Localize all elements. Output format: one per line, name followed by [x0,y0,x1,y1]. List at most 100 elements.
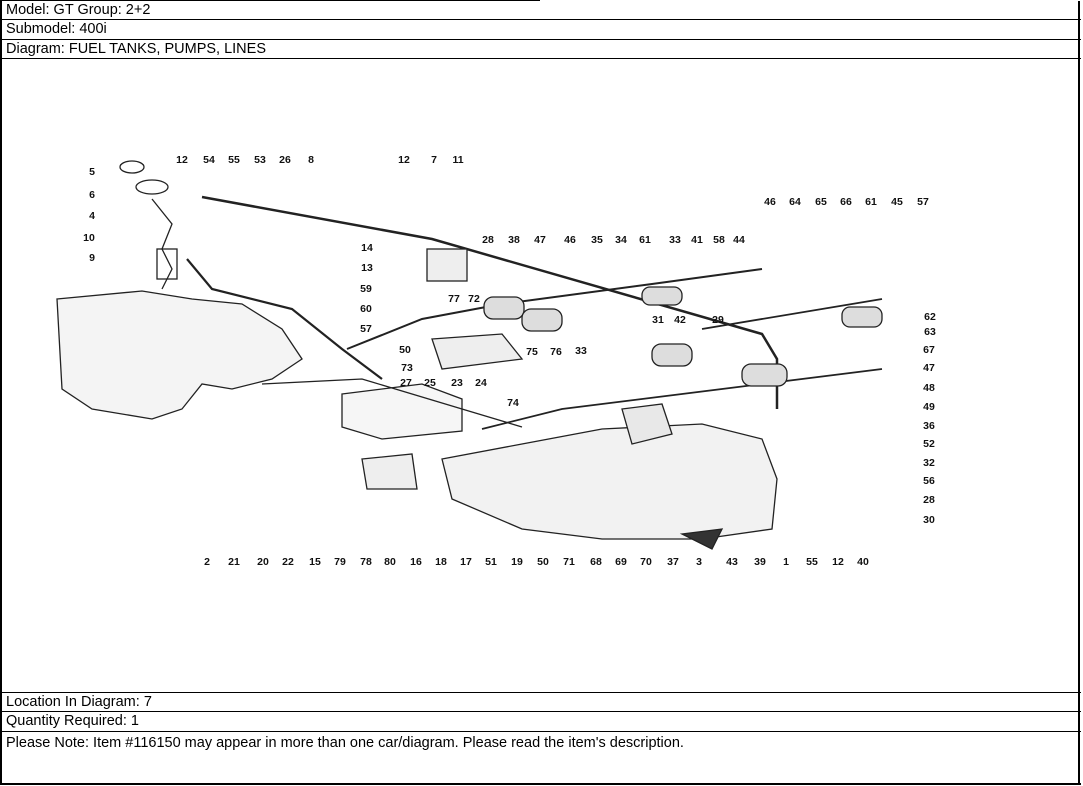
callout-19: 19 [511,556,523,568]
callout-24: 24 [475,377,487,389]
callout-29: 29 [712,314,724,326]
callout-34: 34 [615,234,627,246]
submodel-row: Submodel: 400i [0,20,1080,39]
callout-80: 80 [384,556,396,568]
callout-62: 62 [924,311,936,323]
callout-7: 7 [431,154,437,166]
callout-8: 8 [308,154,314,166]
divider [0,39,1081,40]
callout-73: 73 [401,362,413,374]
callout-47: 47 [923,362,935,374]
callout-45: 45 [891,196,903,208]
callout-58: 58 [713,234,725,246]
divider [0,692,1081,693]
callout-2: 2 [204,556,210,568]
callout-23: 23 [451,377,463,389]
callout-6: 6 [89,189,95,201]
callout-40: 40 [857,556,869,568]
callout-65: 65 [815,196,827,208]
quantity-row: Quantity Required: 1 [0,712,1080,731]
diagram-frame [0,59,1080,692]
callout-63: 63 [924,326,936,338]
callout-38: 38 [508,234,520,246]
diagram-title: Diagram: FUEL TANKS, PUMPS, LINES [6,41,266,57]
callout-39: 39 [754,556,766,568]
callout-56: 56 [923,475,935,487]
callout-31: 31 [652,314,664,326]
top-border [0,0,540,1]
callout-61: 61 [865,196,877,208]
note-row: Please Note: Item #116150 may appear in … [0,732,1080,783]
callout-32: 32 [923,457,935,469]
bottom-border [0,783,1081,785]
callout-53: 53 [254,154,266,166]
callout-57: 57 [917,196,929,208]
callout-36: 36 [923,420,935,432]
callout-55: 55 [228,154,240,166]
callout-18: 18 [435,556,447,568]
callout-50: 50 [399,344,411,356]
callout-71: 71 [563,556,575,568]
callout-76: 76 [550,346,562,358]
callout-49: 49 [923,401,935,413]
callout-9: 9 [89,252,95,264]
callout-68: 68 [590,556,602,568]
diagram-row: Diagram: FUEL TANKS, PUMPS, LINES [0,40,1080,58]
location-row: Location In Diagram: 7 [0,693,1080,711]
model-row: Model: GT Group: 2+2 [0,1,1080,19]
model-label: Model: GT Group: 2+2 [6,2,151,18]
callout-21: 21 [228,556,240,568]
callout-59: 59 [360,283,372,295]
callout-30: 30 [923,514,935,526]
fuel-system-illustration [56,160,883,550]
callout-72: 72 [468,293,480,305]
callout-60: 60 [360,303,372,315]
callout-66: 66 [840,196,852,208]
callout-28: 28 [923,494,935,506]
callout-54: 54 [203,154,215,166]
callout-10: 10 [83,232,95,244]
callout-79: 79 [334,556,346,568]
callout-1: 1 [783,556,789,568]
callout-25: 25 [424,377,436,389]
callout-69: 69 [615,556,627,568]
callout-35: 35 [591,234,603,246]
callout-75: 75 [526,346,538,358]
callout-50: 50 [537,556,549,568]
submodel-label: Submodel: 400i [6,21,107,37]
callout-41: 41 [691,234,703,246]
callout-55: 55 [806,556,818,568]
callout-74: 74 [507,397,519,409]
quantity-required: Quantity Required: 1 [6,713,139,729]
callout-52: 52 [923,438,935,450]
callout-51: 51 [485,556,497,568]
callout-12: 12 [176,154,188,166]
callout-64: 64 [789,196,801,208]
callout-67: 67 [923,344,935,356]
callout-15: 15 [309,556,321,568]
callout-17: 17 [460,556,472,568]
callout-48: 48 [923,382,935,394]
callout-22: 22 [282,556,294,568]
callout-5: 5 [89,166,95,178]
callout-14: 14 [361,242,373,254]
item-note: Please Note: Item #116150 may appear in … [6,735,684,751]
callout-47: 47 [534,234,546,246]
divider [0,711,1081,712]
divider [0,58,1081,59]
callout-70: 70 [640,556,652,568]
callout-26: 26 [279,154,291,166]
callout-27: 27 [400,377,412,389]
callout-46: 46 [764,196,776,208]
callout-61: 61 [639,234,651,246]
callout-11: 11 [452,154,464,166]
callout-12: 12 [832,556,844,568]
callout-33: 33 [575,345,587,357]
divider [0,19,1081,20]
callout-37: 37 [667,556,679,568]
callout-28: 28 [482,234,494,246]
callout-3: 3 [696,556,702,568]
callout-77: 77 [448,293,460,305]
callout-44: 44 [733,234,745,246]
callout-78: 78 [360,556,372,568]
